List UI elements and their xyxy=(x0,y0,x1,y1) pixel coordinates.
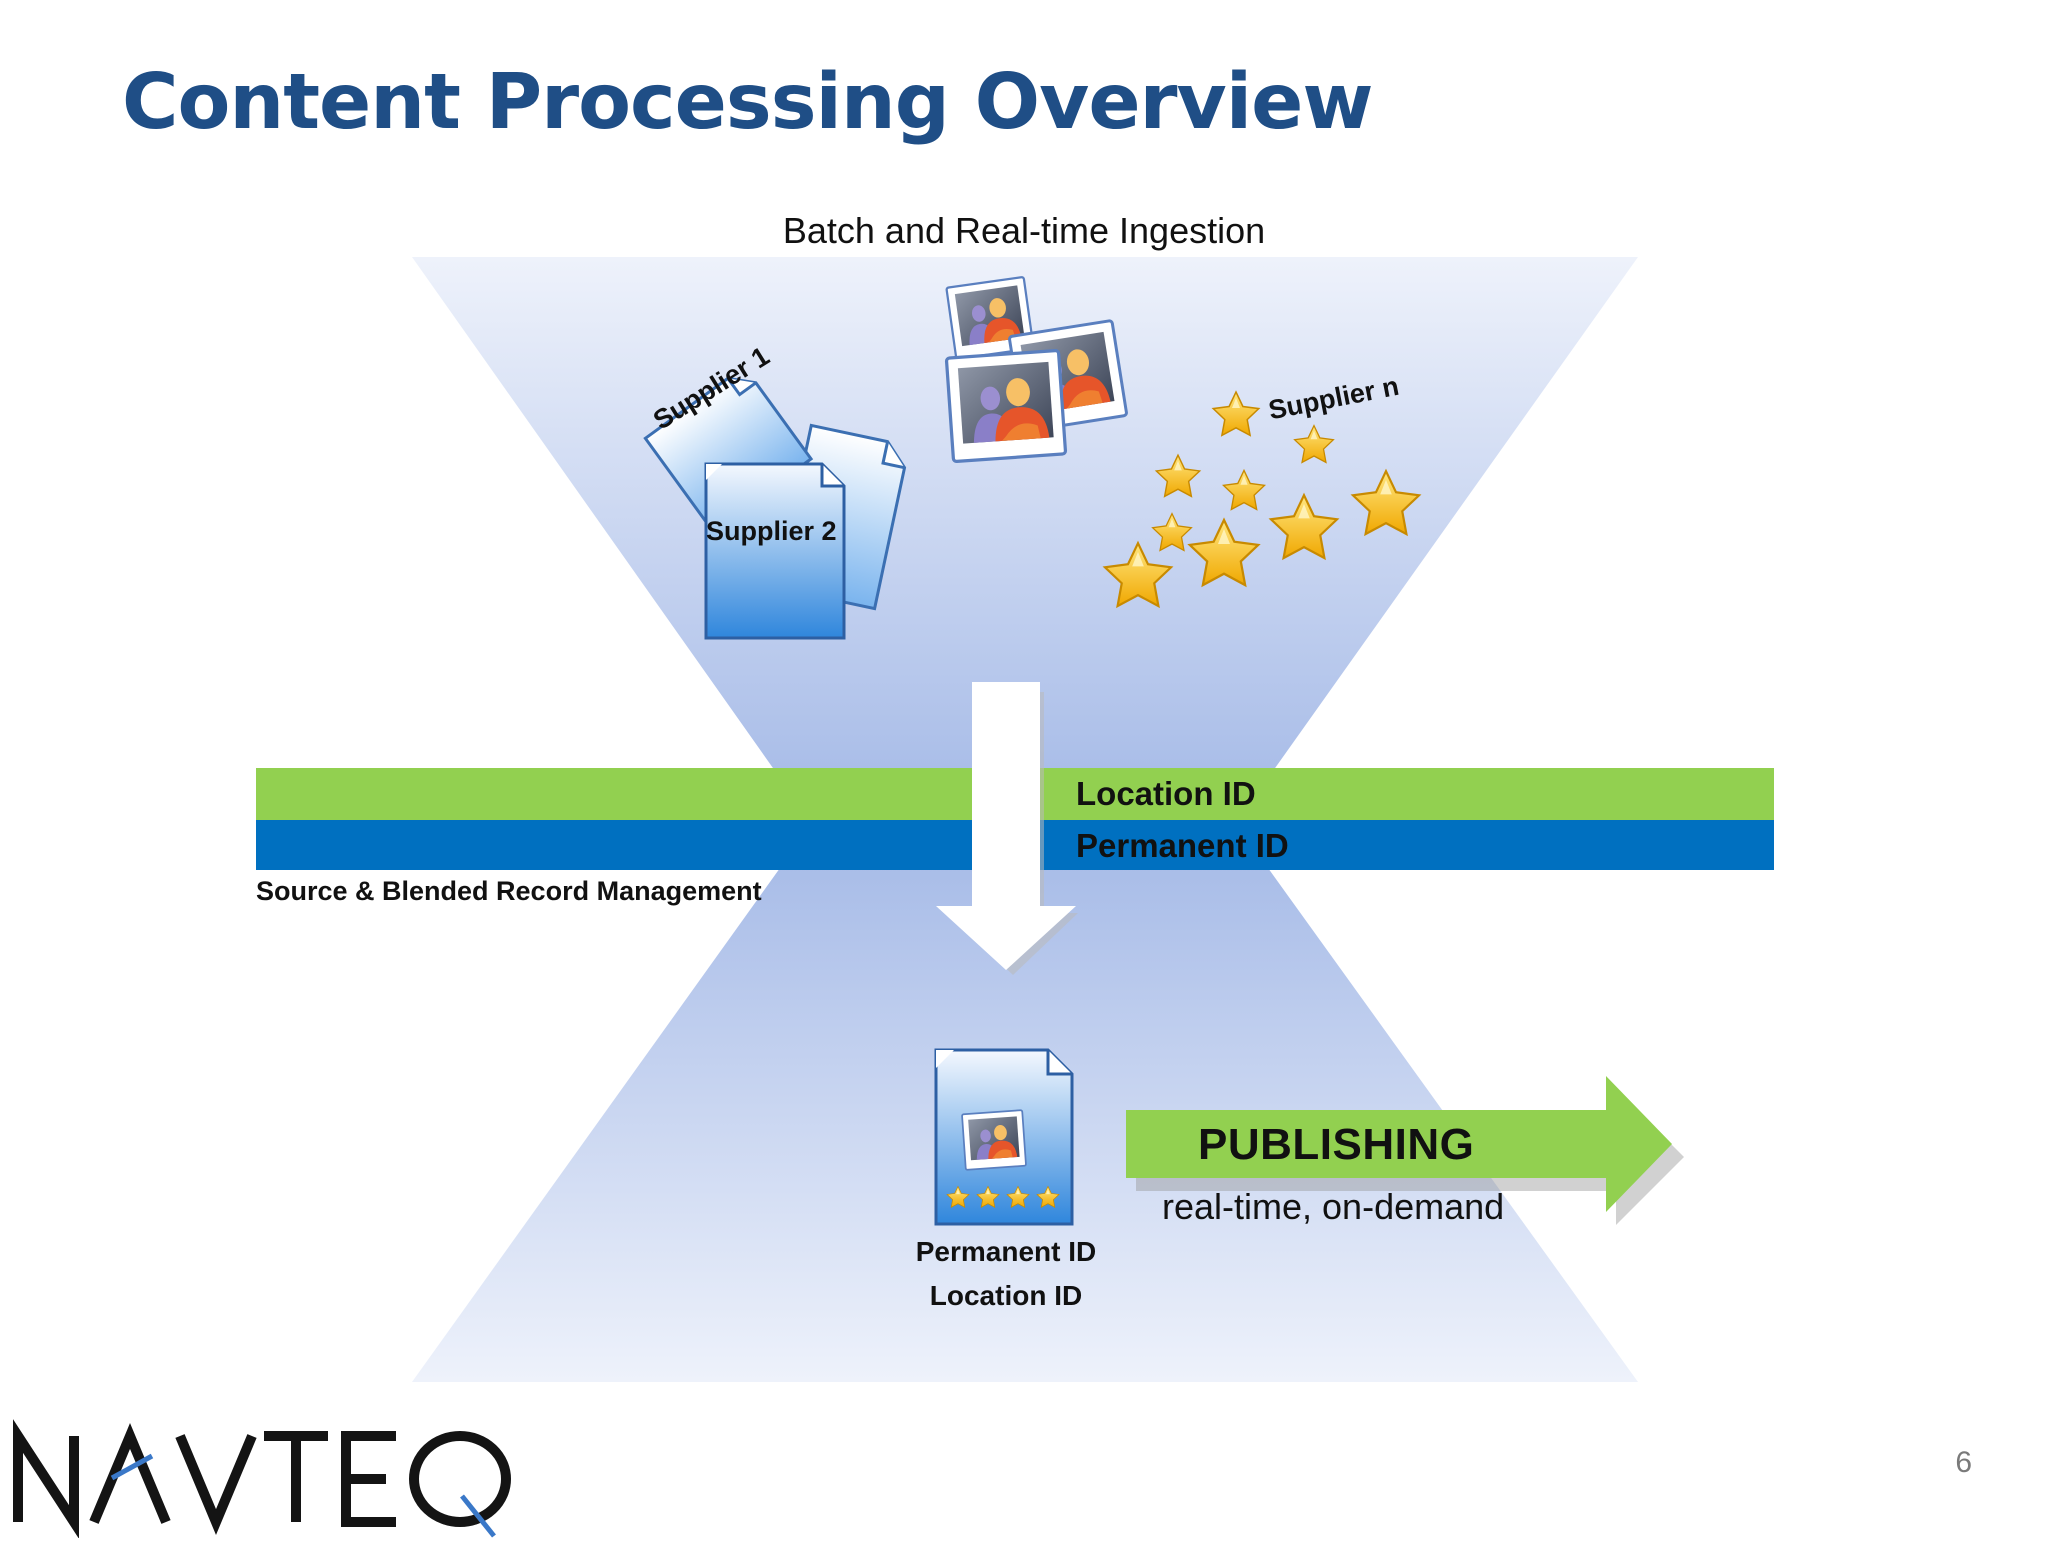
document-icon xyxy=(643,376,907,640)
location-id-label: Location ID xyxy=(1076,775,1256,812)
page-number: 6 xyxy=(1955,1446,1972,1479)
content-record-icon xyxy=(934,1048,1074,1226)
supplier-2-label: Supplier 2 xyxy=(706,516,837,546)
down-arrow-icon xyxy=(936,682,1078,975)
slide-title: Content Processing Overview xyxy=(122,58,1373,147)
navteq-logo xyxy=(12,1418,532,1539)
record-management-label: Source & Blended Record Management xyxy=(256,876,762,906)
ingestion-caption: Batch and Real-time Ingestion xyxy=(782,210,1266,251)
publishing-subtitle: real-time, on-demand xyxy=(1162,1186,1505,1227)
permanent-id-label: Permanent ID xyxy=(1076,827,1289,864)
output-permanent-id-label: Permanent ID xyxy=(915,1236,1097,1267)
output-location-id-label: Location ID xyxy=(929,1280,1083,1311)
right-arrow-icon xyxy=(1126,1076,1684,1225)
publishing-label: PUBLISHING xyxy=(1198,1120,1475,1169)
